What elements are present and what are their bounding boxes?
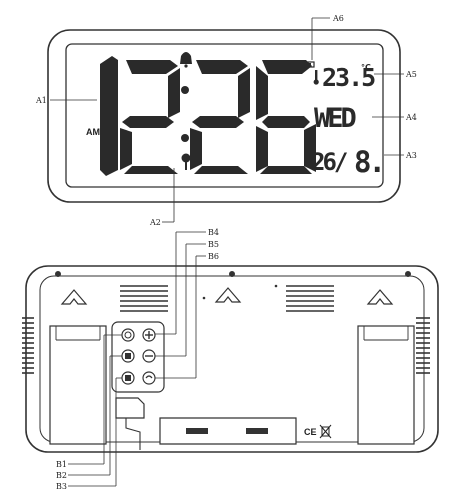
- label-b2: B2: [56, 471, 67, 480]
- day-readout: 26/: [311, 148, 348, 176]
- weekday-readout: WED: [314, 103, 357, 134]
- minus-button-icon[interactable]: [142, 349, 156, 363]
- callout-a1: A1: [35, 96, 97, 105]
- time-digit-3: [190, 60, 250, 174]
- button-b1[interactable]: [121, 328, 135, 342]
- label-a1: A1: [35, 96, 47, 105]
- button-b6[interactable]: [142, 371, 156, 385]
- callout-a6: A6: [311, 14, 344, 60]
- label-a2: A2: [149, 218, 161, 227]
- time-digit-2: [120, 60, 180, 174]
- label-b6: B6: [208, 252, 219, 261]
- plus-button-icon[interactable]: [142, 328, 156, 342]
- button-panel: [111, 321, 165, 393]
- button-b3[interactable]: [121, 371, 135, 385]
- pinhole-left: [202, 296, 206, 300]
- vent-slots-left-side: [22, 317, 34, 374]
- hanging-hook-icon: [60, 287, 394, 305]
- temperature-unit: °C: [361, 63, 371, 72]
- callout-b4: B4: [155, 228, 219, 335]
- vent-slots-top-left: [120, 285, 168, 312]
- pinhole-right: [274, 284, 278, 288]
- vent-slots-top-right: [286, 285, 334, 312]
- callout-b3: B3: [56, 377, 122, 491]
- time-colon-top: [181, 86, 189, 94]
- callout-b1: B1: [56, 334, 122, 469]
- left-stand: [49, 325, 107, 445]
- label-a4: A4: [405, 113, 417, 122]
- label-b1: B1: [56, 460, 67, 469]
- label-a5: A5: [405, 70, 417, 79]
- callout-a5: A5: [374, 70, 417, 79]
- vent-slots-right-side: [416, 317, 430, 374]
- callout-b2: B2: [56, 355, 122, 480]
- am-pm-indicator: AM: [86, 127, 100, 137]
- bin-disposal-icon: [319, 424, 332, 439]
- label-b3: B3: [56, 482, 67, 491]
- label-a6: A6: [332, 14, 344, 23]
- time-display: AM: [86, 56, 316, 176]
- screw-top-right: [405, 271, 411, 277]
- callout-b5: B5: [155, 240, 219, 357]
- label-b5: B5: [208, 240, 219, 249]
- battery-compartment: [159, 417, 297, 445]
- label-a3: A3: [405, 151, 417, 160]
- month-readout: 8.: [354, 145, 383, 179]
- callout-a2: A2: [149, 168, 175, 227]
- screw-top-left: [55, 271, 61, 277]
- time-colon-bottom: [181, 134, 189, 142]
- right-stand: [357, 325, 415, 445]
- screw-top-center: [229, 271, 235, 277]
- callout-a4: A4: [372, 113, 417, 122]
- temperature-readout: 23.5: [322, 63, 375, 92]
- label-b4: B4: [208, 228, 219, 237]
- ce-mark: CE: [304, 427, 317, 437]
- callout-b6: B6: [155, 252, 219, 379]
- time-digit-1: [100, 56, 118, 176]
- callout-a3: A3: [384, 151, 417, 160]
- snooze-icon: [181, 153, 191, 170]
- time-digit-4: [256, 60, 316, 174]
- alarm-bell-icon: [180, 52, 192, 68]
- thermometer-icon: [313, 70, 319, 85]
- battery-icon: [304, 61, 315, 68]
- button-b2[interactable]: [121, 349, 135, 363]
